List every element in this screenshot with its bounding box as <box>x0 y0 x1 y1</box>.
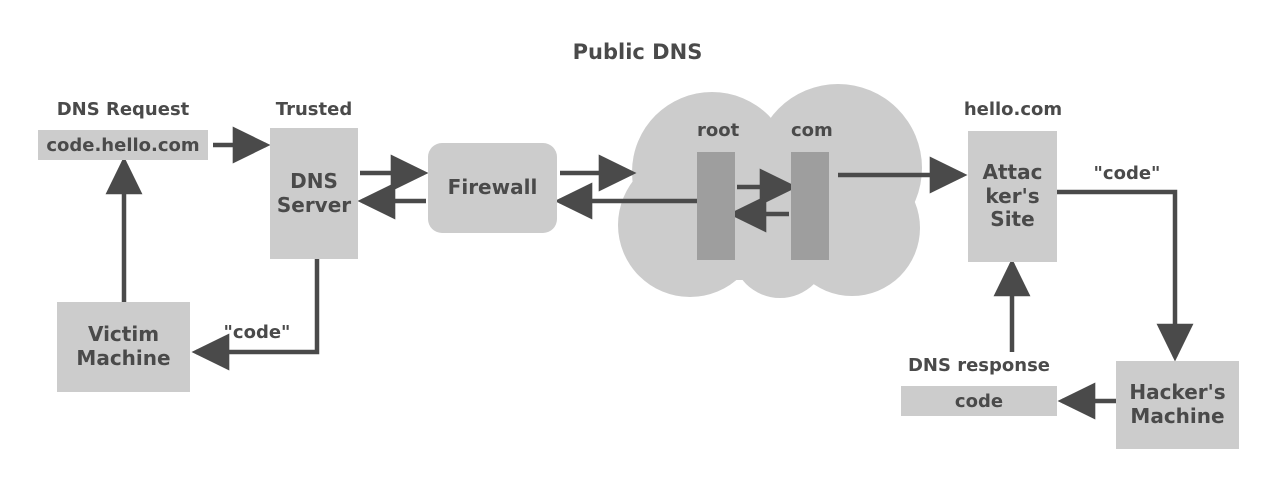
trusted-label: Trusted <box>275 99 353 120</box>
node-victim-machine-label: Victim Machine <box>76 322 171 370</box>
node-attackers-site-label: Attac ker's Site <box>982 160 1043 232</box>
node-firewall[interactable]: Firewall <box>428 143 557 233</box>
node-hackers-machine[interactable]: Hacker's Machine <box>1116 361 1239 449</box>
public-dns-title: Public DNS <box>572 40 703 64</box>
arrow-attackers-site-code-to-hacker <box>1057 189 1194 362</box>
node-firewall-label: Firewall <box>447 175 538 200</box>
hello-com-label: hello.com <box>963 99 1063 120</box>
com-server-rect <box>791 152 829 260</box>
node-hackers-machine-label: Hacker's Machine <box>1129 380 1226 428</box>
code-label-right: "code" <box>1093 163 1161 184</box>
code-label-left: "code" <box>223 322 291 343</box>
node-dns-server[interactable]: DNS Server <box>270 128 358 259</box>
node-attackers-site[interactable]: Attac ker's Site <box>968 131 1057 262</box>
root-label: root <box>697 120 740 141</box>
root-server-rect <box>697 152 735 260</box>
node-dns-server-label: DNS Server <box>276 168 352 217</box>
dns-request-label: DNS Request <box>56 99 190 120</box>
request-query-chip: code.hello.com <box>38 130 208 160</box>
arrow-dns-server-code-to-victim <box>191 259 320 371</box>
dns-response-label: DNS response <box>907 355 1051 376</box>
response-code-chip: code <box>901 386 1057 416</box>
com-label: com <box>791 120 833 141</box>
arrow-group <box>105 126 1194 420</box>
node-victim-machine[interactable]: Victim Machine <box>57 302 190 392</box>
public-dns-cloud <box>618 84 922 298</box>
